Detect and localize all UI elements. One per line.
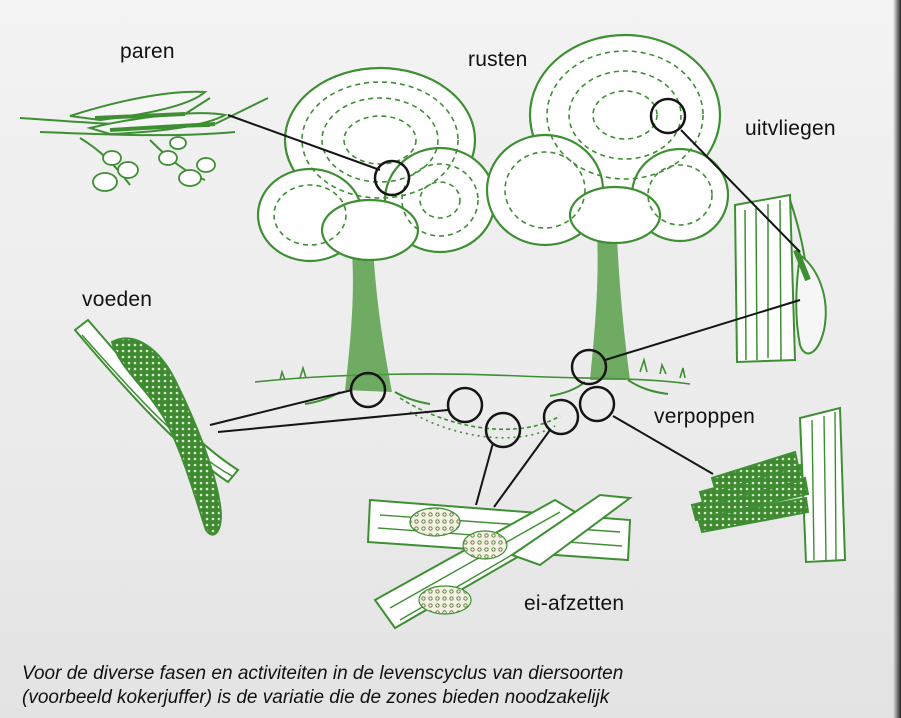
label-uitvliegen: uitvliegen — [745, 117, 836, 141]
label-ei-afzetten: ei-afzetten — [524, 592, 624, 616]
tree-right — [487, 35, 728, 396]
tree-left — [258, 68, 495, 404]
caption-line-2: (voorbeeld kokerjuffer) is de variatie d… — [22, 686, 892, 710]
feeding-larva — [75, 320, 238, 535]
marker-ei-2 — [544, 400, 578, 434]
caption: Voor de diverse fasen en activiteiten in… — [22, 662, 892, 710]
label-voeden: voeden — [82, 288, 152, 312]
caption-line-1: Voor de diverse fasen en activiteiten in… — [22, 662, 892, 686]
pupal-cases — [692, 408, 845, 562]
label-paren: paren — [120, 40, 175, 64]
marker-verpoppen — [580, 387, 614, 421]
emerging-adult — [735, 195, 826, 362]
mating-insects — [20, 92, 268, 191]
label-verpoppen: verpoppen — [654, 405, 755, 429]
marker-voeden-2 — [448, 388, 482, 422]
label-rusten: rusten — [468, 48, 528, 72]
